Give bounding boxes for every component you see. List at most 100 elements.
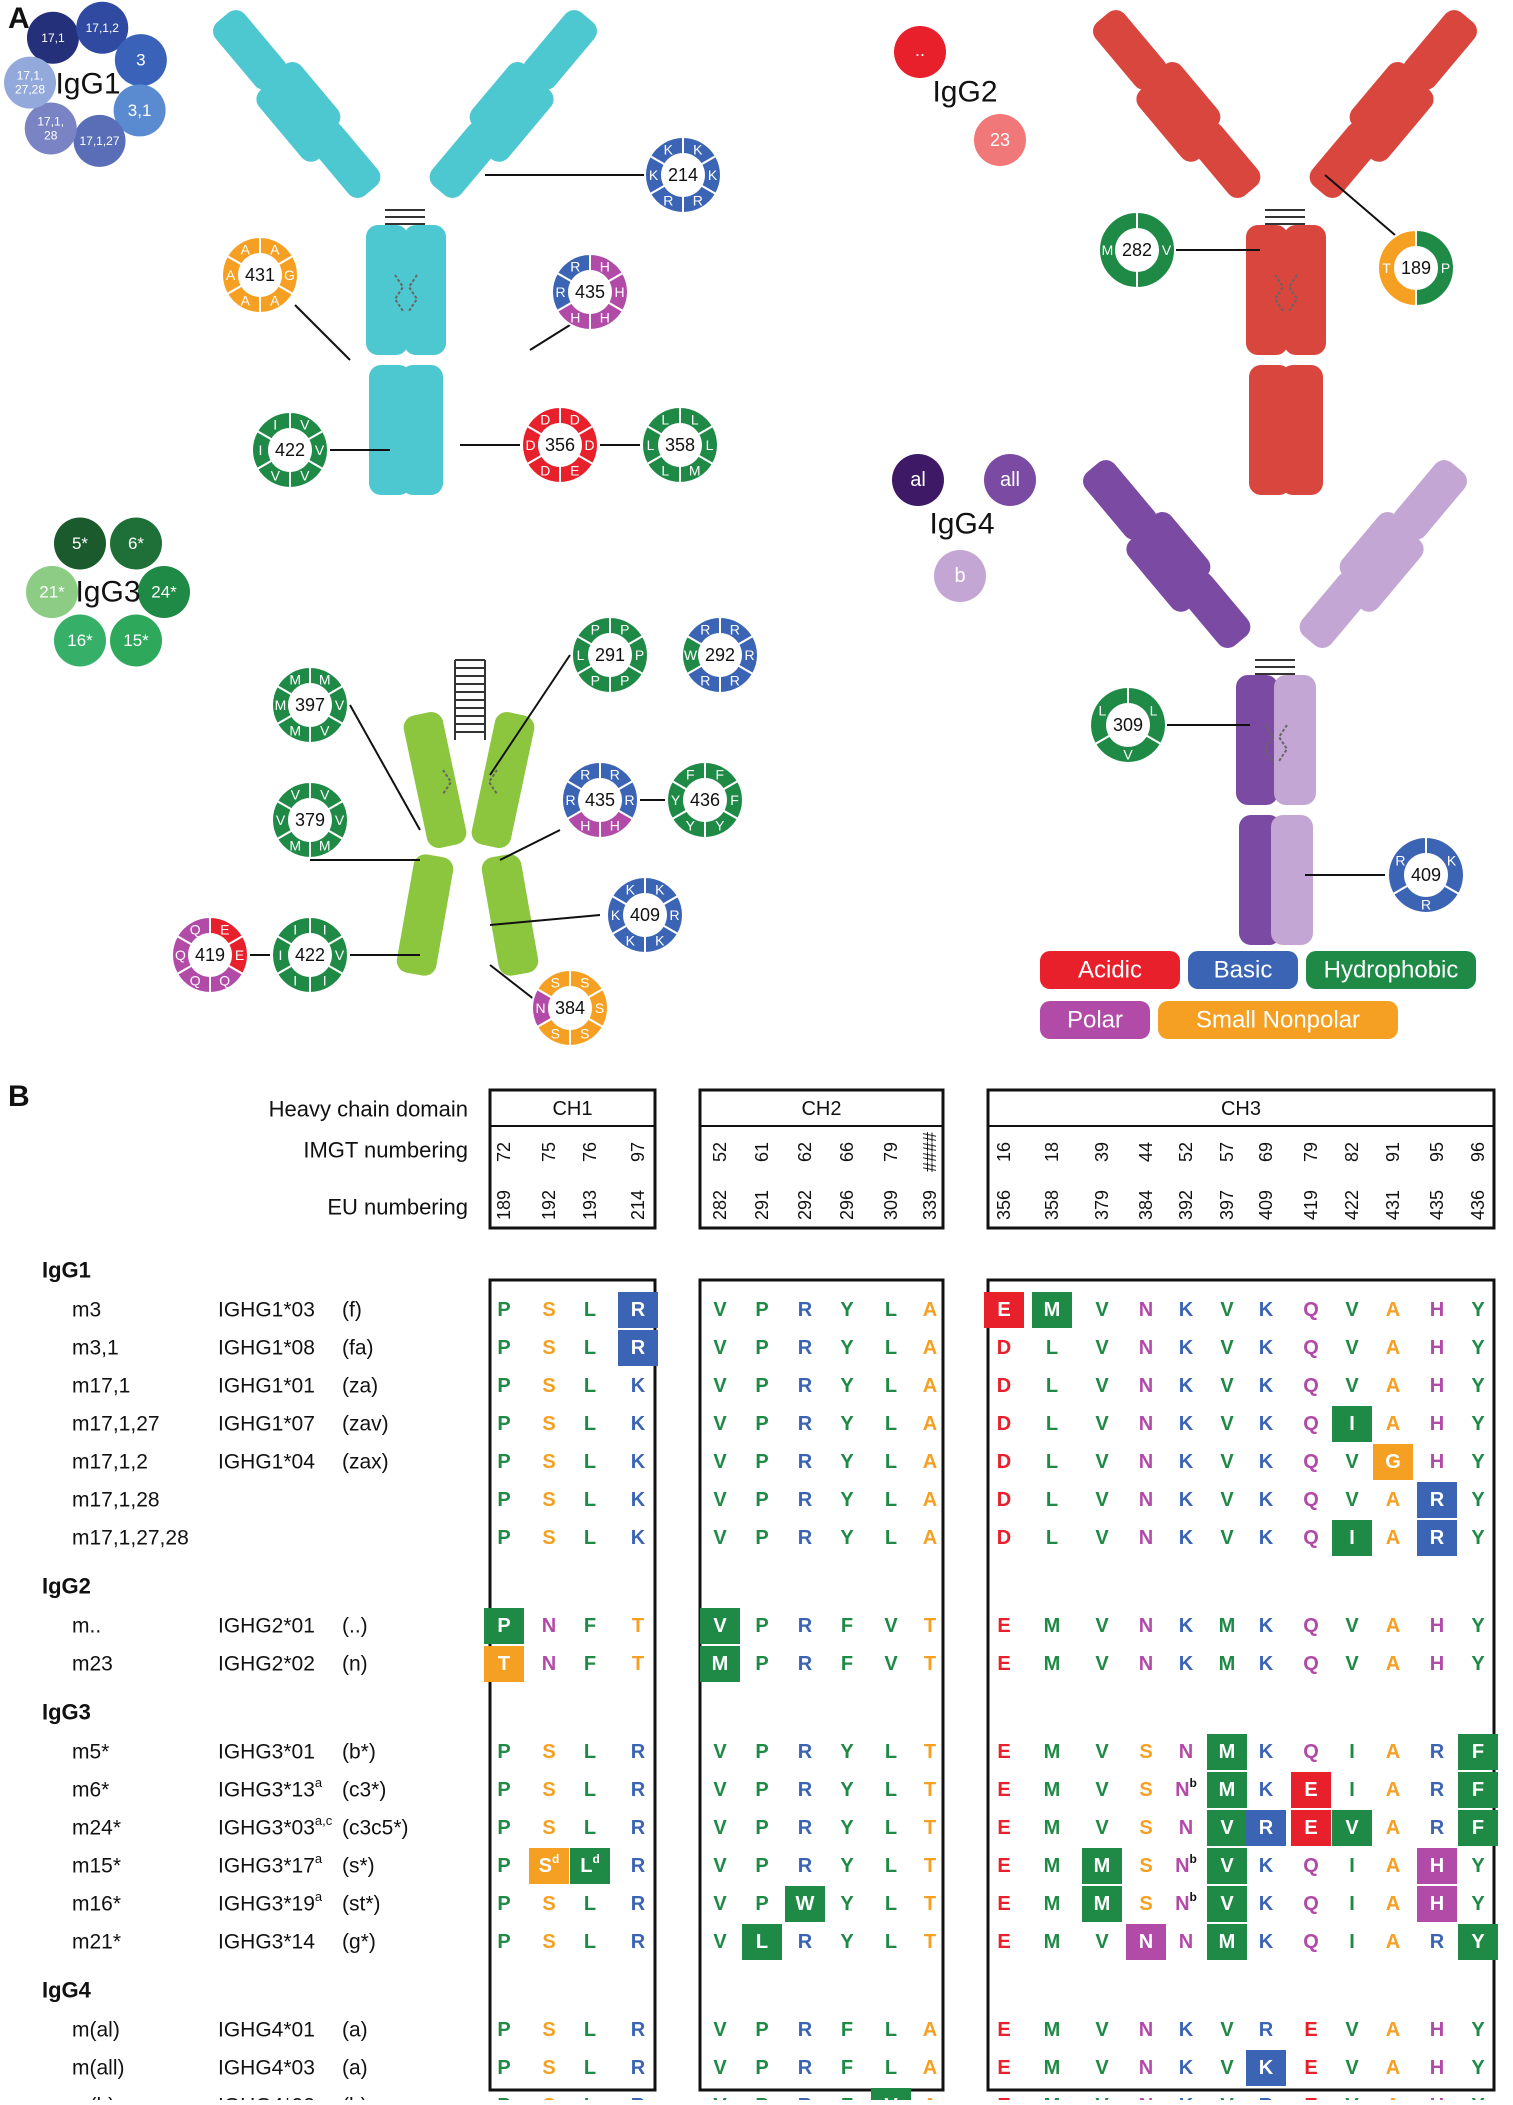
row-label-eu: EU numbering bbox=[327, 1195, 468, 1220]
legend-swatch bbox=[1188, 951, 1298, 989]
residue-cell: P bbox=[497, 2019, 510, 2041]
residue-letter: R bbox=[580, 766, 590, 782]
residue-cell: M bbox=[1044, 1893, 1061, 1915]
residue-cell: V bbox=[713, 1779, 727, 1801]
residue-cell: P bbox=[497, 1299, 510, 1321]
domain-name: CH2 bbox=[801, 1098, 841, 1120]
residue-cell: A bbox=[1386, 1489, 1400, 1511]
residue-letter: R bbox=[669, 907, 679, 923]
allotype-label: 17,1,27 bbox=[79, 134, 119, 148]
site-position: 384 bbox=[555, 998, 585, 1018]
residue-letter: T bbox=[1382, 260, 1391, 276]
residue-cell: T bbox=[632, 1653, 644, 1675]
residue-cell: V bbox=[713, 1527, 727, 1549]
igg2-antibody bbox=[1093, 10, 1477, 495]
residue-letter: P bbox=[591, 621, 600, 637]
allotype-petal bbox=[54, 614, 106, 667]
residue-cell: Q bbox=[1303, 1489, 1319, 1511]
eu-number: 193 bbox=[580, 1190, 600, 1220]
residue-highlight bbox=[1417, 1482, 1457, 1518]
legend-label: Small Nonpolar bbox=[1196, 1007, 1360, 1034]
allotype-name: m(all) bbox=[72, 2057, 125, 2080]
residue-letter: M bbox=[275, 697, 287, 713]
residue-letter: A bbox=[241, 241, 251, 257]
alt-allotype: (a) bbox=[342, 2019, 368, 2042]
residue-cell: L bbox=[584, 2095, 596, 2100]
residue-cell: M bbox=[1219, 1931, 1236, 1953]
residue-cell: A bbox=[923, 2057, 937, 2079]
eu-number: 397 bbox=[1217, 1190, 1237, 1220]
fc-right-ch2 bbox=[1274, 675, 1316, 805]
residue-cell: K bbox=[1179, 1337, 1194, 1359]
residue-letter: E bbox=[570, 463, 579, 479]
residue-letter: H bbox=[580, 818, 590, 834]
residue-cell: V bbox=[1095, 1527, 1109, 1549]
residue-cell: Y bbox=[1471, 1375, 1485, 1397]
eu-number: 309 bbox=[881, 1190, 901, 1220]
residue-cell: R bbox=[1430, 1489, 1445, 1511]
legend-label: Acidic bbox=[1078, 957, 1142, 984]
residue-cell: K bbox=[1179, 1489, 1194, 1511]
residue-cell: A bbox=[1386, 1779, 1400, 1801]
domain-header-box bbox=[488, 1088, 657, 1230]
residue-cell: V bbox=[1345, 1615, 1359, 1637]
residue-cell: P bbox=[497, 1337, 510, 1359]
residue-cell: S bbox=[542, 1931, 555, 1953]
residue-cell: M bbox=[1044, 2057, 1061, 2079]
residue-cell: V bbox=[1220, 1855, 1234, 1877]
fab-right-variable bbox=[523, 10, 597, 90]
residue-cell: L bbox=[885, 2019, 897, 2041]
residue-cell: Y bbox=[840, 1489, 854, 1511]
residue-cell: P bbox=[497, 1615, 510, 1637]
residue-letter: L bbox=[1150, 702, 1158, 718]
gene-name: IGHG4*03 bbox=[218, 2057, 315, 2080]
imgt-number: 97 bbox=[628, 1142, 648, 1162]
allotype-petal bbox=[114, 34, 167, 87]
residue-cell: Y bbox=[840, 1893, 854, 1915]
residue-cell: N bbox=[1139, 1375, 1153, 1397]
residue-cell: R bbox=[798, 1337, 813, 1359]
residue-cell: K bbox=[1259, 1489, 1274, 1511]
residue-letter: K bbox=[708, 167, 718, 183]
residue-cell: V bbox=[1220, 2019, 1234, 2041]
residue-cell: V bbox=[713, 1375, 727, 1397]
residue-letter: R bbox=[730, 621, 740, 637]
alt-allotype: (zax) bbox=[342, 1451, 389, 1474]
residue-letter: M bbox=[689, 463, 701, 479]
residue-letter: K bbox=[611, 907, 621, 923]
domain-body-box bbox=[986, 1278, 1496, 2092]
allotype-name: m17,1,2 bbox=[72, 1451, 148, 1474]
eu-number: 296 bbox=[837, 1190, 857, 1220]
residue-cell: P bbox=[755, 1779, 768, 1801]
residue-cell: P bbox=[497, 1741, 510, 1763]
legend-item: Hydrophobic bbox=[1306, 951, 1476, 989]
fc-right-ch2 bbox=[1284, 225, 1326, 355]
igg4-antibody bbox=[1083, 460, 1467, 945]
residue-highlight bbox=[1082, 1848, 1122, 1884]
site-center bbox=[189, 934, 231, 976]
allotype-petal bbox=[974, 114, 1026, 166]
residue-letter: I bbox=[273, 416, 277, 432]
residue-letter: Y bbox=[715, 818, 725, 834]
residue-cell: E bbox=[997, 1855, 1010, 1877]
residue-letter: L bbox=[647, 437, 655, 453]
site-position: 358 bbox=[665, 435, 695, 455]
fab-right-variable bbox=[469, 62, 541, 138]
eu-number: 339 bbox=[920, 1190, 940, 1220]
fc-left-ch2 bbox=[1236, 675, 1278, 805]
residue-cell: L bbox=[584, 1375, 596, 1397]
eu-number: 292 bbox=[795, 1190, 815, 1220]
residue-letter: M bbox=[319, 838, 331, 854]
allotype-name: m6* bbox=[72, 1779, 109, 1802]
residue-letter: I bbox=[293, 921, 297, 937]
residue-cell: H bbox=[1430, 1893, 1444, 1915]
